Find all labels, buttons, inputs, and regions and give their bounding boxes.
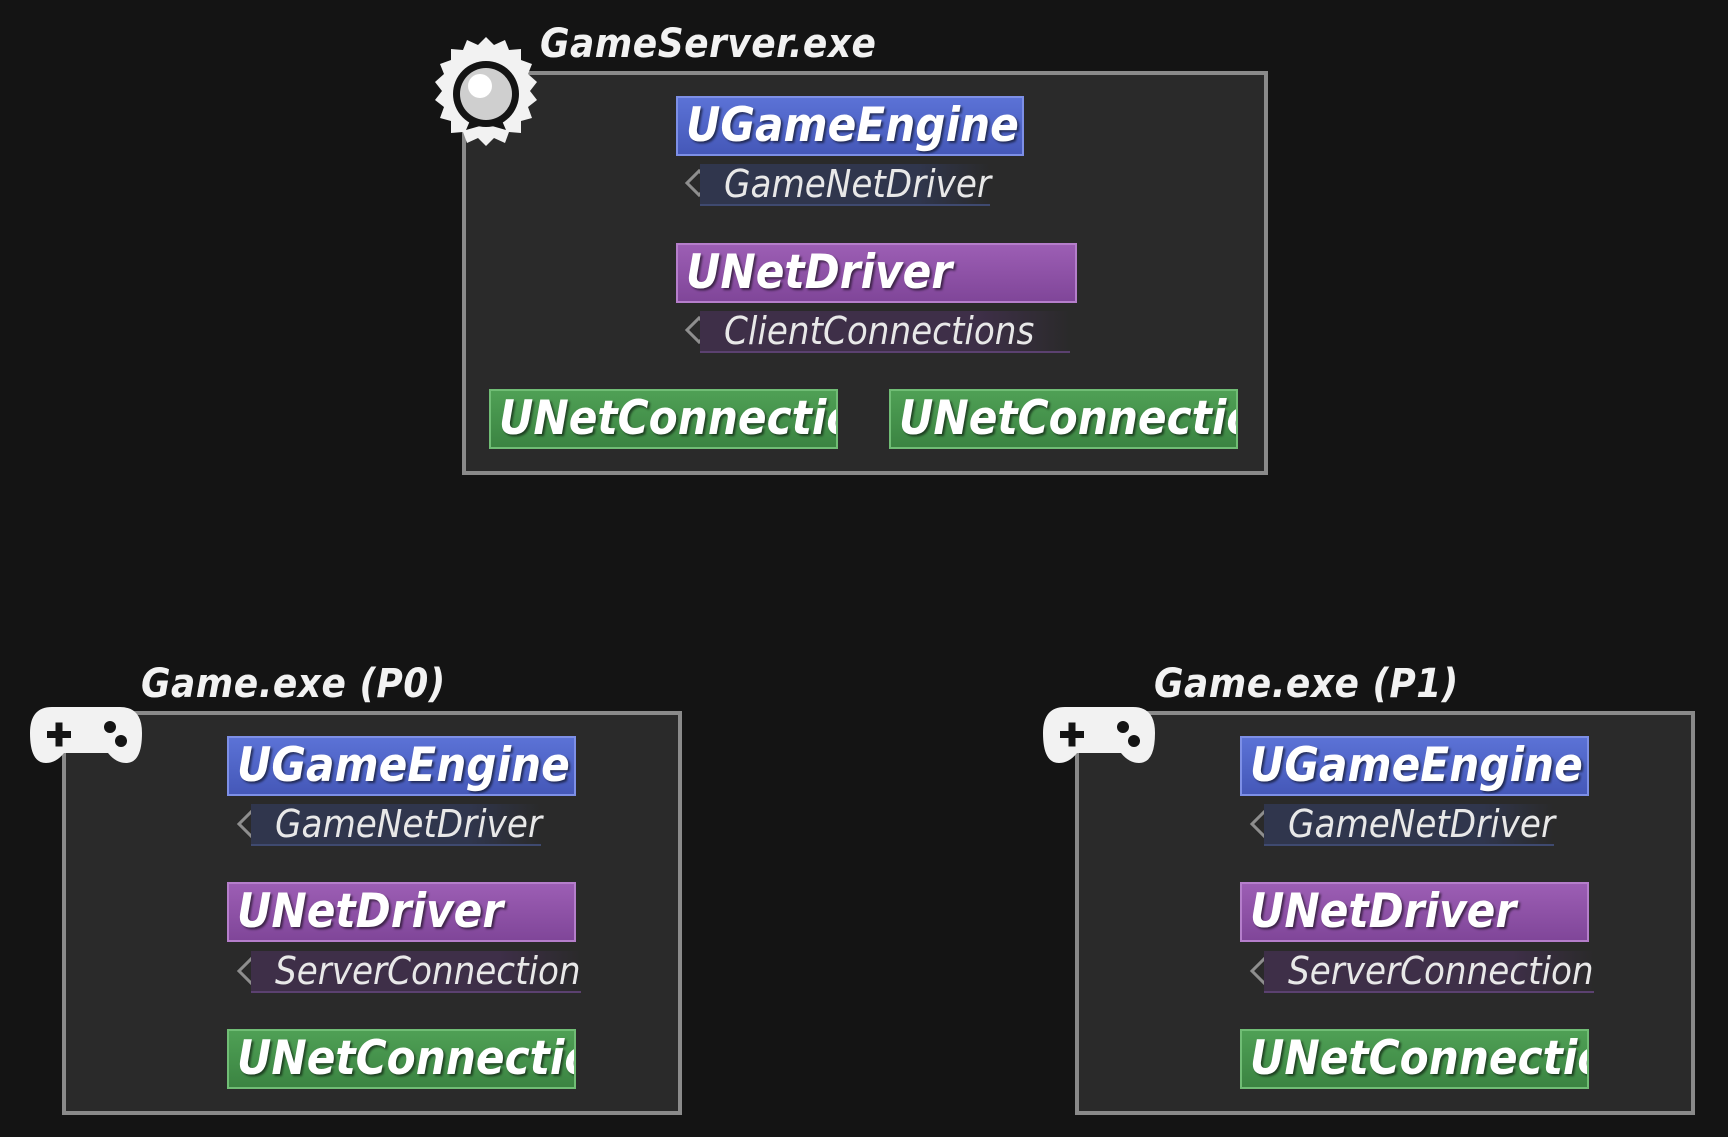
client-p0-connection-box: UNetConnection — [227, 1029, 576, 1089]
client-p0-engine-box: UGameEngine — [227, 736, 576, 796]
client-p0-process-title: Game.exe (P0) — [141, 661, 446, 707]
gamepad-icon — [1041, 703, 1157, 767]
award-badge-icon — [426, 34, 546, 154]
client-p1-driver-box: UNetDriver — [1240, 882, 1589, 942]
server-process-title: GameServer.exe — [540, 21, 877, 67]
client-p0-engine-prop: GameNetDriver — [251, 804, 542, 846]
server-driver-prop: ClientConnections — [700, 311, 1070, 353]
server-connection-box-2: UNetConnection — [889, 389, 1238, 449]
client-p1-engine-prop: GameNetDriver — [1264, 804, 1555, 846]
client-p1-connection-box: UNetConnection — [1240, 1029, 1589, 1089]
gamepad-icon — [28, 703, 144, 767]
client-p1-driver-prop: ServerConnection — [1264, 951, 1594, 993]
server-engine-box: UGameEngine — [676, 96, 1024, 156]
client-p0-driver-box: UNetDriver — [227, 882, 576, 942]
client-p1-engine-box: UGameEngine — [1240, 736, 1589, 796]
client-p1-process-title: Game.exe (P1) — [1154, 661, 1459, 707]
server-engine-prop: GameNetDriver — [700, 164, 991, 206]
server-driver-box: UNetDriver — [676, 243, 1077, 303]
server-connection-box-1: UNetConnection — [489, 389, 838, 449]
client-p0-driver-prop: ServerConnection — [251, 951, 581, 993]
